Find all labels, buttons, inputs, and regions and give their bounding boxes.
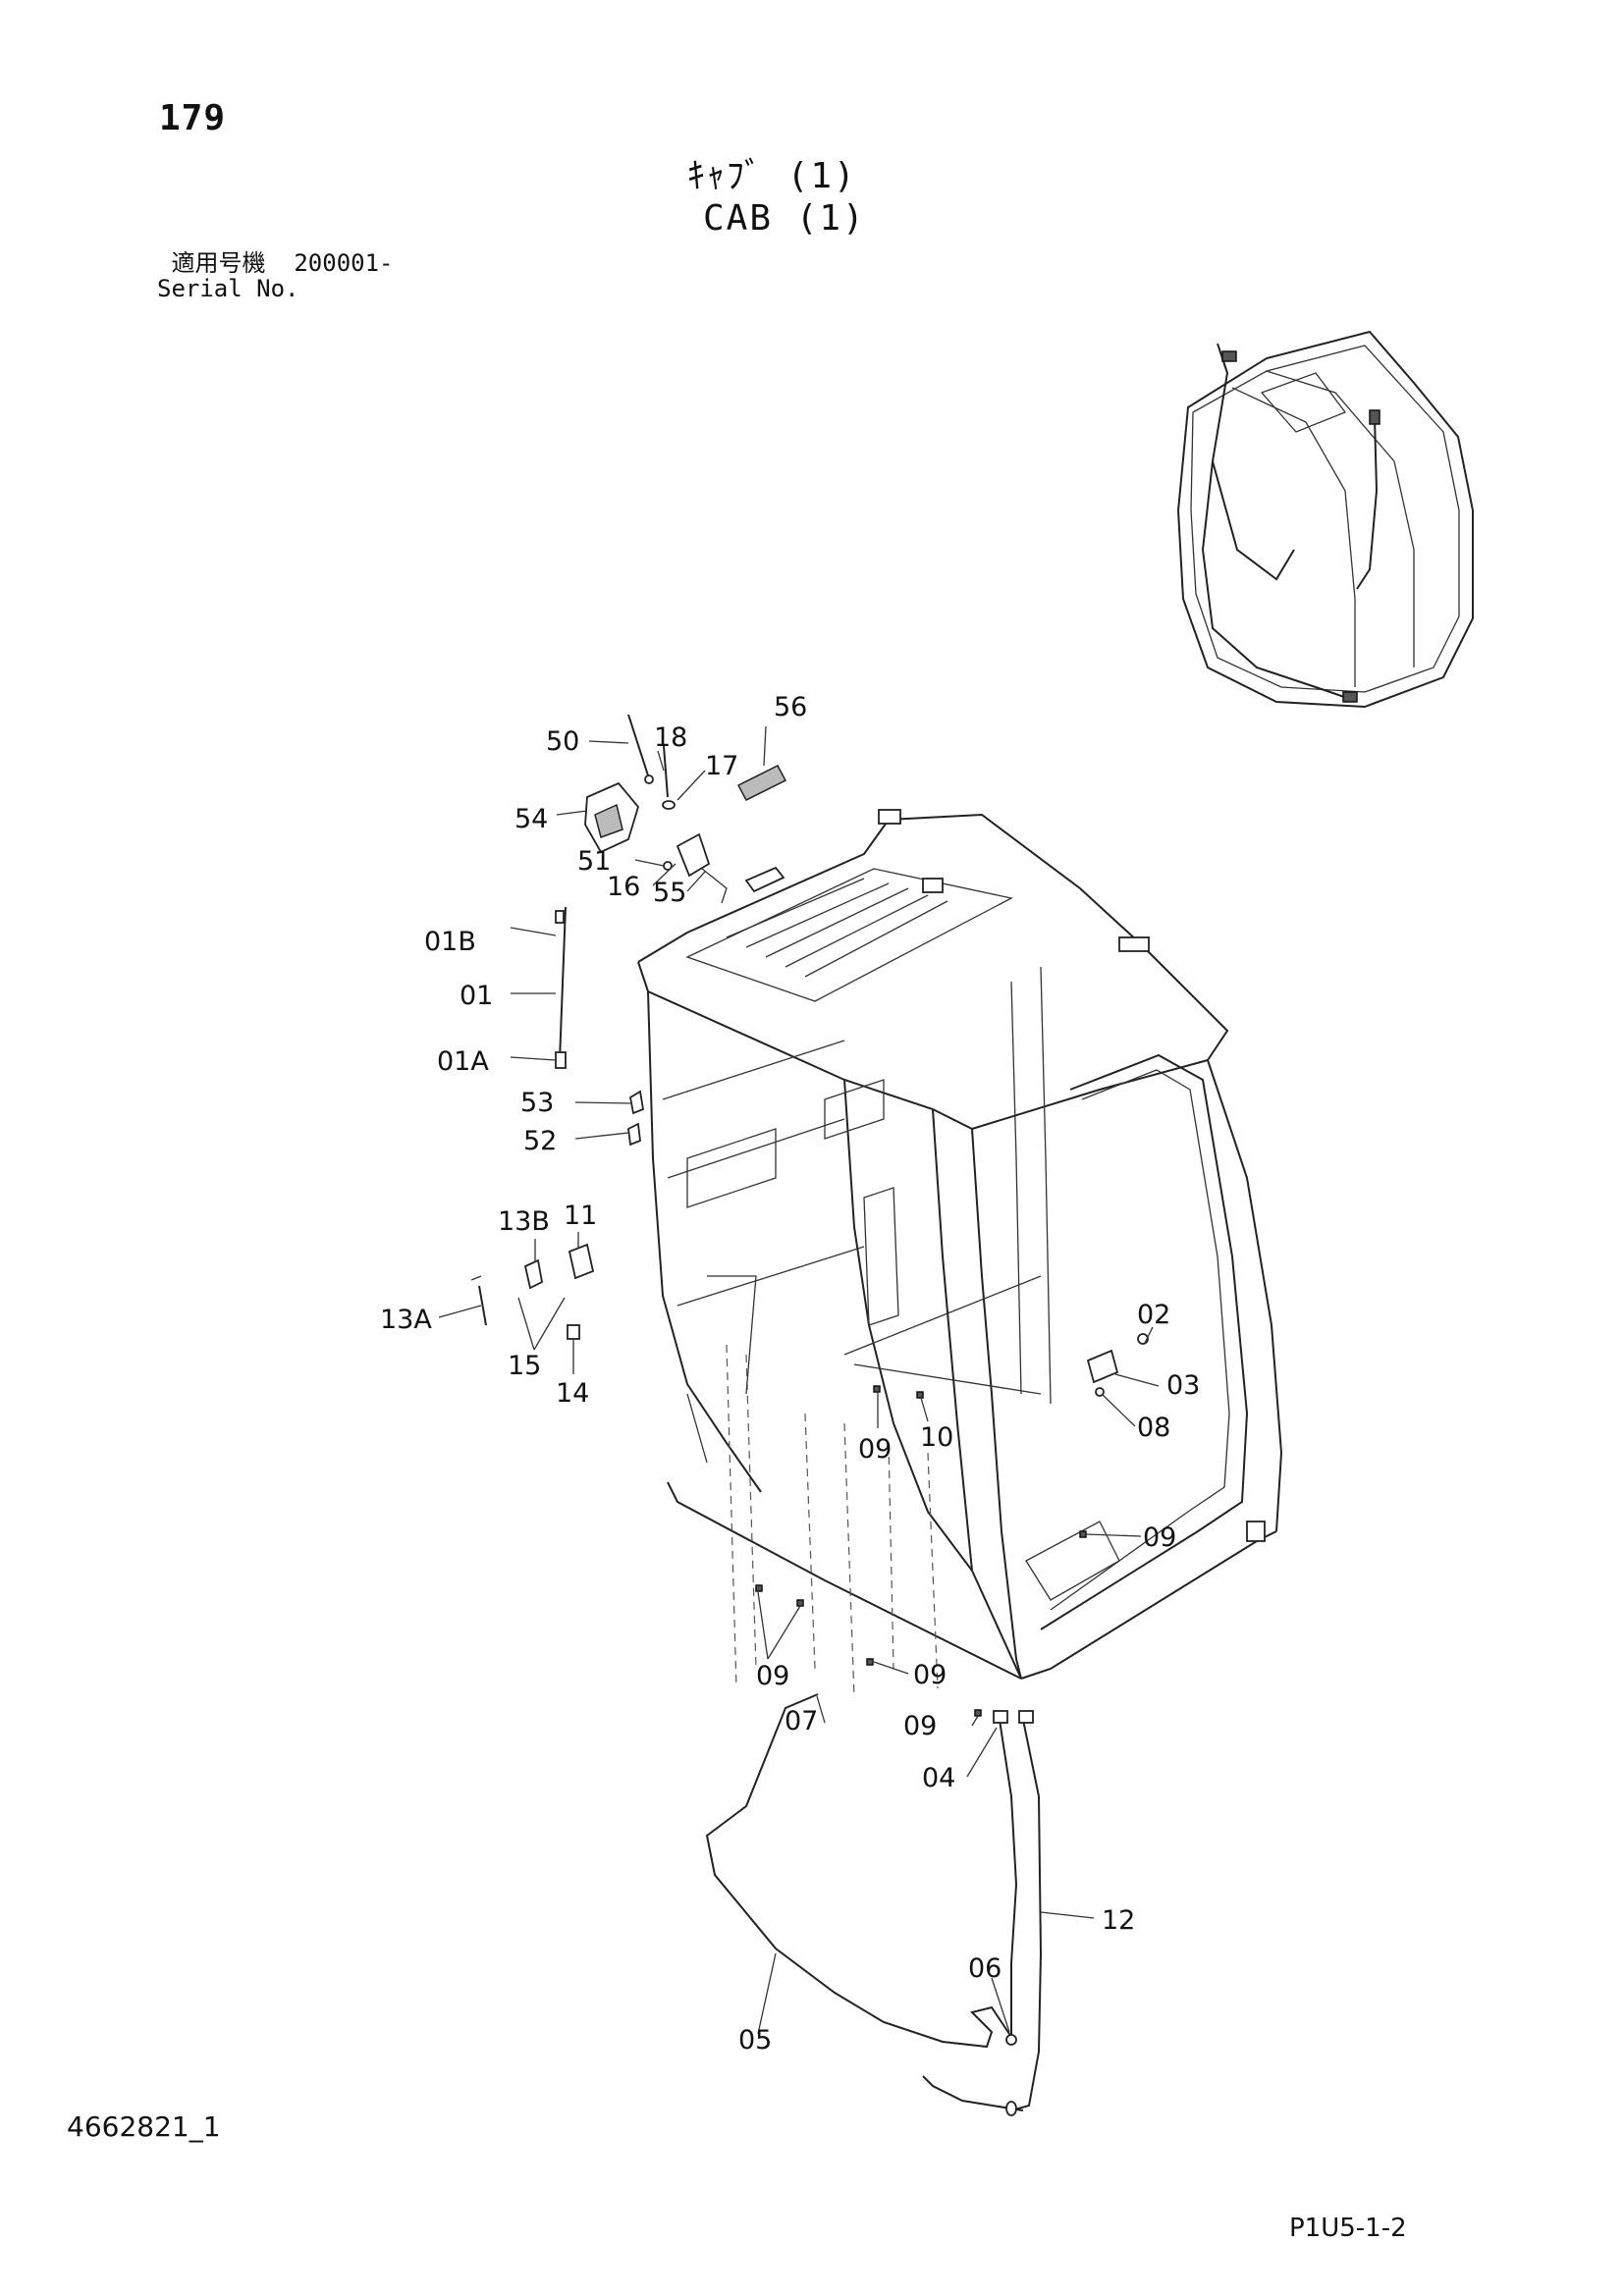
callout-16: 16 bbox=[607, 872, 640, 902]
page-number: 179 bbox=[159, 98, 227, 138]
callout-13A: 13A bbox=[380, 1305, 432, 1335]
page-code: P1U5-1-2 bbox=[1289, 2214, 1407, 2243]
callout-06: 06 bbox=[968, 1953, 1001, 1984]
serial-label-jp: 適用号機 bbox=[171, 249, 266, 277]
callout-04: 04 bbox=[922, 1763, 955, 1793]
part-16-55-bracket bbox=[663, 832, 728, 904]
drawing-number: 4662821_1 bbox=[67, 2110, 221, 2143]
callout-02: 02 bbox=[1137, 1300, 1170, 1330]
callout-54: 54 bbox=[514, 804, 548, 834]
callout-14: 14 bbox=[556, 1378, 589, 1409]
callout-18: 18 bbox=[654, 722, 687, 753]
callout-01A: 01A bbox=[437, 1046, 489, 1077]
callout-15: 15 bbox=[508, 1351, 541, 1381]
callout-09-b: 09 bbox=[1143, 1522, 1176, 1553]
callout-03: 03 bbox=[1166, 1370, 1200, 1401]
part-18-17-bolts bbox=[662, 745, 676, 810]
part-02-03-08-bracket bbox=[1086, 1333, 1149, 1397]
callout-09-e: 09 bbox=[903, 1711, 937, 1741]
serial-label-row: 適用号機 200001- bbox=[157, 249, 394, 277]
callout-01: 01 bbox=[460, 981, 493, 1011]
callout-50: 50 bbox=[546, 726, 579, 757]
callout-13B: 13B bbox=[498, 1206, 550, 1237]
callout-08: 08 bbox=[1137, 1413, 1170, 1443]
part-07-05-cable bbox=[705, 1693, 1012, 2049]
title-english: CAB (1) bbox=[703, 198, 866, 239]
part-01-harness bbox=[555, 906, 567, 1069]
leader-lines bbox=[438, 725, 1160, 2035]
callout-09-a: 09 bbox=[858, 1434, 892, 1465]
callout-07: 07 bbox=[785, 1706, 818, 1736]
callout-12: 12 bbox=[1102, 1905, 1135, 1936]
serial-label-en: Serial No. bbox=[157, 275, 299, 302]
callout-09-d: 09 bbox=[913, 1660, 947, 1690]
callout-17: 17 bbox=[705, 751, 738, 781]
callout-53: 53 bbox=[520, 1088, 554, 1118]
callout-55: 55 bbox=[653, 878, 686, 908]
callout-11: 11 bbox=[564, 1201, 597, 1231]
part-12-06-04-harness bbox=[922, 1710, 1043, 2116]
part-11-13B-switch bbox=[470, 1243, 595, 1340]
part-56-lamp bbox=[736, 765, 787, 893]
callout-01B: 01B bbox=[424, 927, 476, 957]
serial-value: 200001- bbox=[294, 249, 394, 277]
part-52-53-clips bbox=[627, 1090, 645, 1147]
callout-09-c: 09 bbox=[756, 1661, 789, 1691]
callout-10: 10 bbox=[920, 1422, 953, 1453]
callout-05: 05 bbox=[738, 2025, 772, 2056]
callout-56: 56 bbox=[774, 692, 807, 722]
part-54-housing bbox=[584, 781, 640, 854]
callout-51: 51 bbox=[577, 846, 611, 877]
part-50-antenna bbox=[627, 714, 654, 784]
inset-cab-overview bbox=[1176, 330, 1474, 709]
title-japanese: ｷｬﾌﾞ (1) bbox=[687, 156, 857, 196]
callout-52: 52 bbox=[523, 1126, 557, 1156]
cab-frame bbox=[637, 809, 1283, 1699]
callout-labels: 50 18 17 56 54 51 16 55 01B 01 01A 53 52… bbox=[380, 692, 1200, 2056]
serial-number-block: 適用号機 200001- Serial No. bbox=[157, 250, 394, 301]
